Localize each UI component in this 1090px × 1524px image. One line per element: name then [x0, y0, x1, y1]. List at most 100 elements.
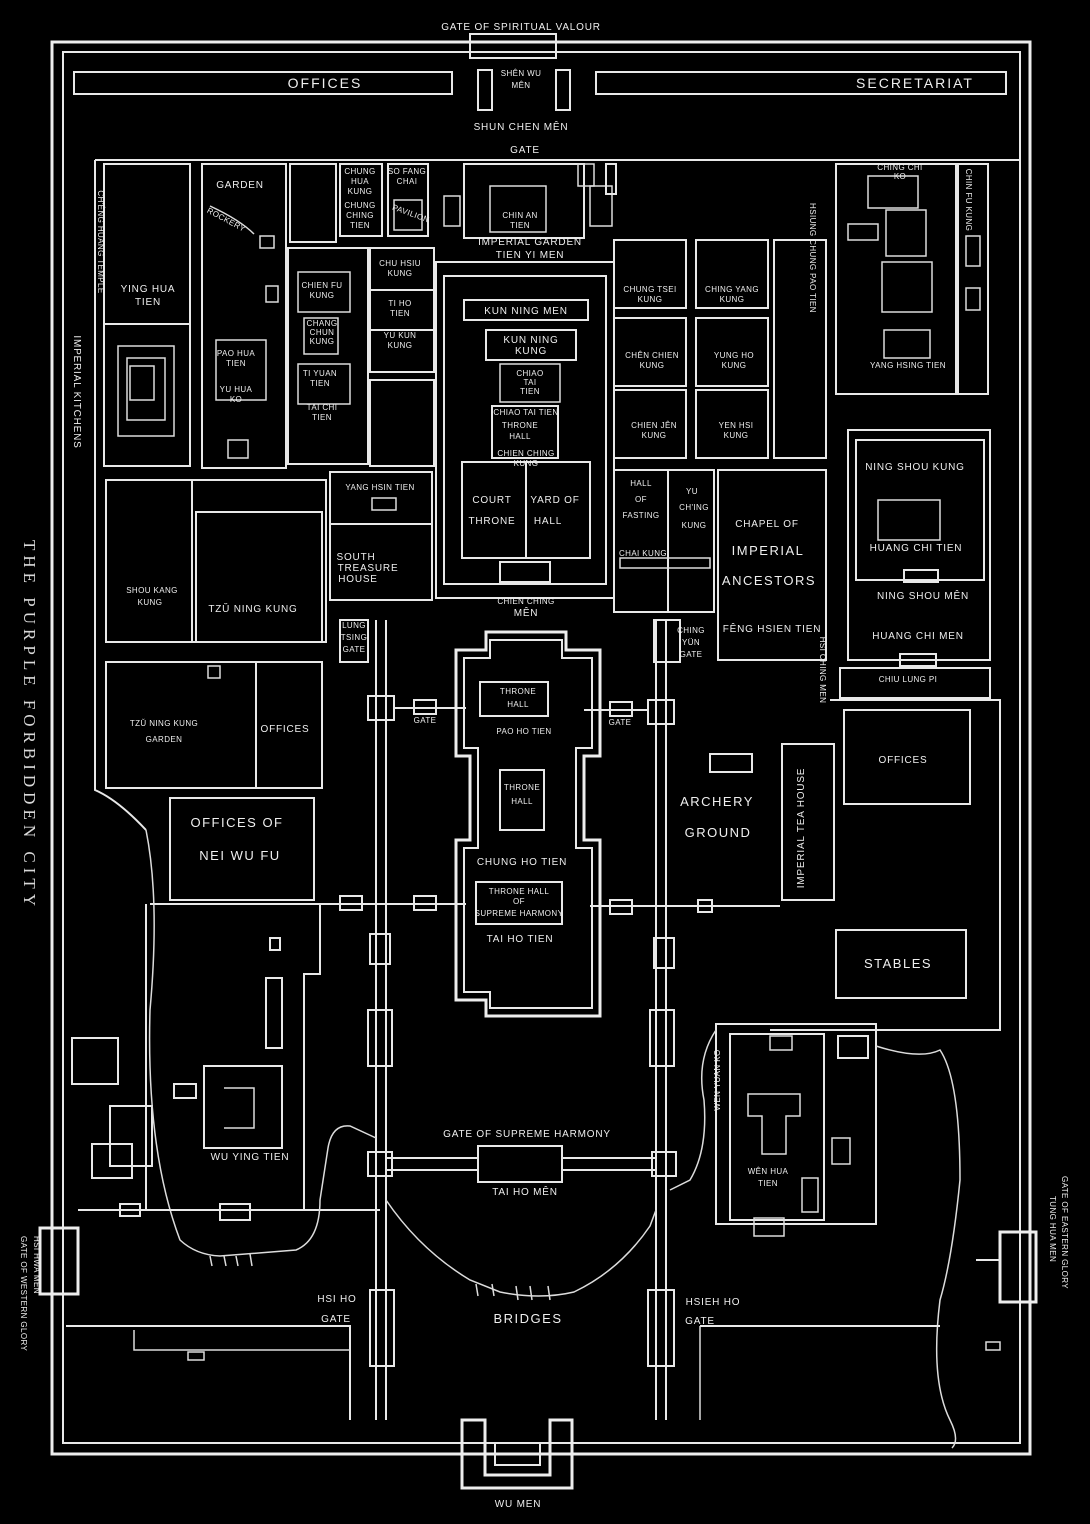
label-chung-ching-1: CHUNG [344, 201, 375, 210]
label-supreme-harmony-2: OF [513, 897, 525, 906]
label-pavilion: PAVILION [391, 203, 431, 225]
garden-nw [201, 163, 287, 469]
label-huang-chi-tien: HUANG CHI TIEN [870, 543, 963, 554]
label-nei-wu-fu-2: NEI WU FU [199, 848, 280, 863]
label-kun-ning-2: KUNG [515, 346, 547, 357]
label-hsiung-chung-pao-tien: HSIUNG CHUNG PAO TIEN [808, 203, 817, 313]
gate-supreme-harmony[interactable] [367, 1145, 677, 1183]
label-west-gate-1: HSI HWA MEN [32, 1236, 41, 1294]
imperial-garden [443, 163, 617, 239]
label-chen-chien-2: KUNG [640, 361, 665, 370]
label-cheng-huang-temple: CH'ÊNG HUANG TEMPLE [96, 190, 105, 293]
label-chien-ching-kung-2: KUNG [514, 459, 539, 468]
map-side-title: THE PURPLE FORBIDDEN CITY [20, 540, 39, 912]
label-supreme-harmony-3: SUPREME HARMONY [475, 909, 564, 918]
label-lung-tsing-1: LUNG [342, 621, 366, 630]
label-huang-chi-men: HUANG CHI MEN [872, 631, 964, 642]
label-ning-shou-kung: NING SHOU KUNG [865, 462, 965, 473]
label-pao-hua-1: PAO HUA [217, 349, 255, 358]
label-ching-yun-3: GATE [680, 650, 703, 659]
label-lung-tsing-2: TSING [341, 633, 367, 642]
western-palaces [287, 163, 435, 467]
label-throne-3b: HALL [511, 797, 533, 806]
label-chien-fu-1: CHIEN FU [302, 281, 343, 290]
label-ching-chi-1: CHING CHI [877, 163, 922, 172]
label-tai-ho-tien: TAI HO TIEN [487, 934, 554, 945]
west-lower [71, 904, 380, 1211]
tzu-ning-kung [105, 479, 327, 789]
label-court-4: HALL [534, 516, 562, 527]
label-chien-jen-2: KUNG [642, 431, 667, 440]
north-inner-wall [94, 159, 1020, 470]
label-tai-chi-2: TIEN [312, 413, 332, 422]
label-gate-supreme-harmony: GATE OF SUPREME HARMONY [443, 1129, 611, 1140]
label-yen-hsi-2: KUNG [724, 431, 749, 440]
wu-men-gate[interactable] [460, 1418, 574, 1490]
label-chien-fu-2: KUNG [310, 291, 335, 300]
label-yu-kun-1: YU KUN [384, 331, 417, 340]
label-throne-3a: THRONE [504, 783, 540, 792]
label-archery-1: ARCHERY [680, 794, 754, 809]
east-gate[interactable] [998, 1230, 1038, 1304]
shen-wu-men-gate[interactable] [469, 33, 571, 111]
label-wen-hua-2: TIEN [758, 1179, 778, 1188]
label-shen-wu-men: MÊN [512, 81, 531, 90]
label-ying-hua-2: TIEN [135, 297, 161, 308]
label-ching-yun-2: YÜN [682, 638, 700, 647]
label-archery-2: GROUND [685, 825, 752, 840]
label-chung-hua-1: CHUNG [344, 167, 375, 176]
label-chien-ching-men-2: MÊN [514, 606, 539, 619]
label-gate-east-inner: GATE [609, 718, 632, 727]
label-garden: GARDEN [216, 180, 264, 191]
label-ching-chi-2: KO [894, 172, 906, 181]
label-chapel-1: CHAPEL OF [735, 519, 799, 530]
label-throne-2b: HALL [507, 700, 529, 709]
label-court-2: YARD OF [530, 495, 579, 506]
label-yu-ching-1: YU [686, 487, 698, 496]
label-gate-west-inner: GATE [414, 716, 437, 725]
label-yang-hsin-tien: YANG HSIN TIEN [345, 483, 414, 492]
west-gate[interactable] [38, 1226, 80, 1296]
label-stables: STABLES [864, 956, 932, 971]
label-chiao-1: CHIAO [516, 369, 543, 378]
label-south-treasure-1: SOUTH [337, 552, 376, 563]
label-ti-yuan-2: TIEN [310, 379, 330, 388]
yang-hsin-tien [329, 471, 433, 601]
map-labels: GATE OF SPIRITUAL VALOUR OFFICES SECRETA… [19, 22, 1069, 1510]
label-chu-hsiu-1: CHU HSIU [379, 259, 421, 268]
label-hall-fasting-3: FASTING [622, 511, 659, 520]
label-yang-hsing-tien: YANG HSING TIEN [870, 361, 946, 370]
label-chapel-2: IMPERIAL [732, 543, 805, 558]
label-shou-kang-2: KUNG [138, 598, 163, 607]
label-ti-ho-1: TI HO [388, 299, 411, 308]
label-lung-tsing-3: GATE [343, 645, 366, 654]
label-throne-2a: THRONE [500, 687, 536, 696]
label-south-treasure-2: TREASURE [338, 563, 399, 574]
label-hsieh-ho-1: HSIEH HO [686, 1297, 741, 1308]
label-tien-yi-men: TIEN YI MEN [496, 250, 565, 261]
west-corridor [94, 470, 147, 831]
label-chung-ching-2: CHING [346, 211, 374, 220]
ning-shou-kung [839, 429, 991, 699]
label-chen-chien-1: CHÊN CHIEN [625, 351, 679, 360]
label-chung-hua-2: HUA [351, 177, 369, 186]
label-tzu-ning-garden-1: TZŬ NING KUNG [130, 719, 198, 728]
label-wu-men: WU MEN [495, 1499, 541, 1510]
label-nei-wu-fu-1: OFFICES OF [191, 815, 284, 830]
label-chung-ho-tien: CHUNG HO TIEN [477, 857, 567, 868]
label-ti-ho-2: TIEN [390, 309, 410, 318]
label-chiao-2: TAI [523, 378, 536, 387]
label-ching-yun-1: CHING [677, 626, 705, 635]
label-yen-hsi-1: YEN HSI [719, 421, 754, 430]
label-yu-ching-3: KUNG [682, 521, 707, 530]
label-tzu-ning-garden-2: GARDEN [146, 735, 183, 744]
label-chang-chun-1: CHANG [307, 319, 338, 328]
north-east-palace [835, 163, 989, 395]
label-offices-west: OFFICES [261, 724, 310, 735]
label-yu-ching-2: CH'ING [679, 503, 709, 512]
label-west-gate-2: GATE OF WESTERN GLORY [19, 1236, 28, 1351]
wen-hua-tien [715, 1023, 877, 1237]
label-wen-hua-1: WÊN HUA [748, 1167, 789, 1176]
label-tai-chi-1: TAI CHI [307, 403, 338, 412]
